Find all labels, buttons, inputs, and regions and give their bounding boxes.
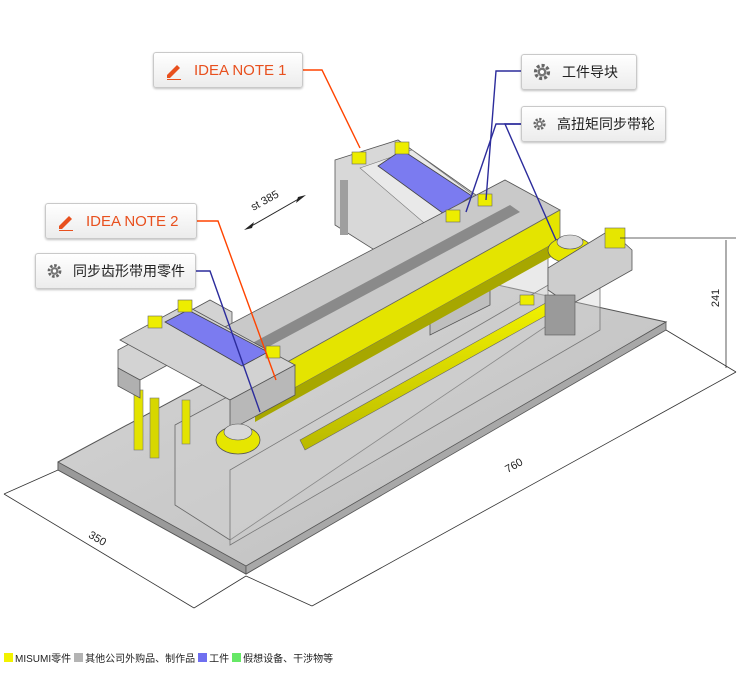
gear-icon bbox=[533, 63, 551, 81]
idea-note-1-button[interactable]: IDEA NOTE 1 bbox=[153, 52, 303, 88]
idea-note-2-label: IDEA NOTE 2 bbox=[86, 212, 179, 230]
gear-icon bbox=[47, 264, 62, 278]
timing-belt-parts-button[interactable]: 同步齿形带用零件 bbox=[35, 253, 196, 289]
linear-actuator bbox=[199, 179, 566, 451]
high-torque-pulley-button[interactable]: 高扭矩同步带轮 bbox=[521, 106, 666, 142]
color-legend: MISUMI零件 其他公司外购品、制作品 工件 假想设备、干涉物等 bbox=[4, 650, 336, 665]
rear-pulley bbox=[544, 227, 633, 336]
legend-swatch bbox=[198, 653, 208, 662]
legend-label: 工件 bbox=[209, 654, 230, 665]
high-torque-pulley-label: 高扭矩同步带轮 bbox=[557, 116, 655, 132]
legend-item-other: 其他公司外购品、制作品 bbox=[74, 650, 195, 665]
base-plate bbox=[57, 267, 668, 575]
idea-note-2-button[interactable]: IDEA NOTE 2 bbox=[45, 203, 197, 239]
legend-item-misumi: MISUMI零件 bbox=[4, 650, 71, 665]
legend-label: 假想设备、干涉物等 bbox=[243, 654, 334, 665]
legend-item-virtual: 假想设备、干涉物等 bbox=[232, 650, 333, 665]
front-pulley bbox=[215, 423, 261, 455]
legend-swatch bbox=[4, 653, 13, 662]
front-carriage bbox=[119, 304, 296, 431]
pencil-icon bbox=[59, 216, 73, 231]
pencil-icon bbox=[167, 65, 181, 80]
workpiece-guide-label: 工件导块 bbox=[562, 64, 618, 80]
legend-label: 其他公司外购品、制作品 bbox=[85, 654, 196, 665]
leader-lines bbox=[196, 69, 557, 413]
gear-icon bbox=[533, 117, 546, 131]
dimension-lines bbox=[3, 237, 737, 609]
legend-label: MISUMI零件 bbox=[15, 654, 72, 665]
legend-swatch bbox=[232, 653, 242, 662]
idea-note-1-label: IDEA NOTE 1 bbox=[194, 61, 287, 79]
height-label: 241 bbox=[710, 288, 723, 308]
legend-item-workpiece: 工件 bbox=[198, 650, 229, 665]
workpiece-guide-button[interactable]: 工件导块 bbox=[521, 54, 637, 90]
stroke-dimension bbox=[244, 195, 306, 230]
timing-belt-parts-label: 同步齿形带用零件 bbox=[73, 263, 185, 279]
legend-swatch bbox=[74, 653, 84, 662]
